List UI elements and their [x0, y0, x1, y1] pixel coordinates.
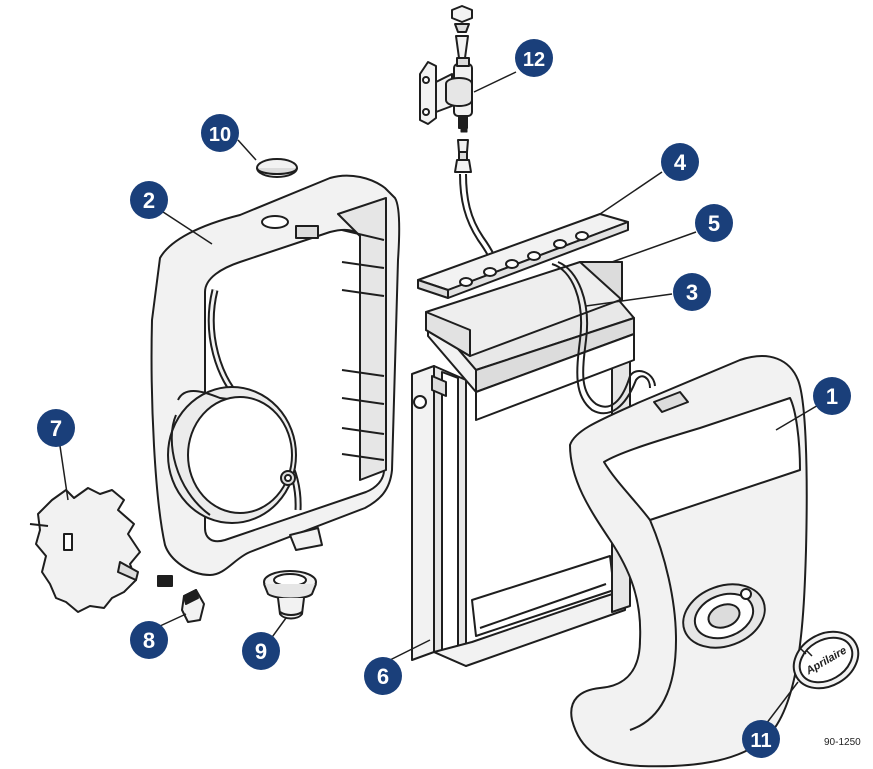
callout-3: 3: [673, 273, 711, 311]
document-number: 90-1250: [824, 737, 861, 748]
part-11-logo-badge: Aprilaire: [792, 630, 860, 690]
drain-tube: [551, 261, 656, 415]
callout-label: 6: [377, 664, 389, 689]
callout-7: 7: [37, 409, 75, 447]
callout-label: 4: [674, 150, 687, 175]
callout-label: 10: [209, 124, 231, 146]
callout-label: 7: [50, 416, 62, 441]
callout-2: 2: [130, 181, 168, 219]
callout-6: 6: [364, 657, 402, 695]
callout-label: 8: [143, 628, 155, 653]
callout-label: 1: [826, 384, 838, 409]
callout-4: 4: [661, 143, 699, 181]
callout-label: 9: [255, 639, 267, 664]
callout-8: 8: [130, 621, 168, 659]
callout-12: 12: [515, 39, 553, 77]
callout-label: 5: [708, 211, 720, 236]
leader-lines: [59, 71, 821, 725]
part-1-front-cover: [569, 355, 808, 768]
part-6-frame: [411, 327, 631, 667]
callout-11: 11: [742, 720, 780, 758]
callout-label: 3: [686, 280, 698, 305]
part-7-damper-plate: [29, 487, 141, 613]
part-9-bushing: [263, 570, 317, 620]
callout-9: 9: [242, 632, 280, 670]
part-12-valve: [419, 5, 473, 173]
part-2-back-housing: [150, 174, 401, 576]
part-10-plug: [256, 158, 298, 178]
callout-label: 11: [750, 730, 771, 752]
callout-10: 10: [201, 114, 239, 152]
callout-label: 2: [143, 188, 155, 213]
part-8-knob: [157, 575, 205, 623]
callout-1: 1: [813, 377, 851, 415]
part-4-feed-tube: [417, 213, 629, 299]
callout-5: 5: [695, 204, 733, 242]
callout-label: 12: [523, 49, 545, 71]
